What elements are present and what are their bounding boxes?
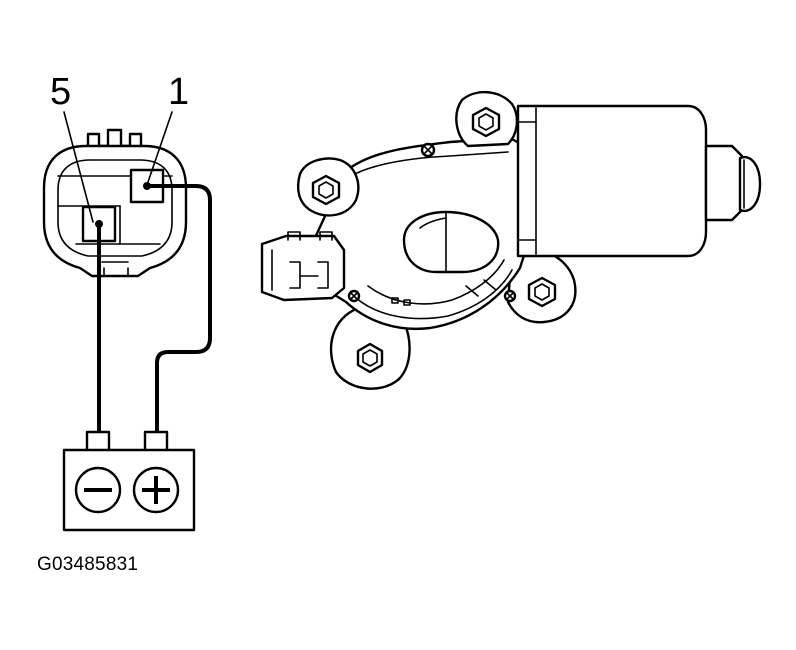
jumper-wires (95, 182, 212, 436)
bottom-mounting-ear (329, 306, 411, 390)
top-mounting-ear (455, 91, 519, 148)
pin-1-leader (147, 111, 173, 183)
positive-terminal-icon (132, 466, 180, 514)
housing-screws (347, 142, 517, 303)
output-shaft-boss (402, 210, 500, 274)
right-mounting-ear (506, 248, 577, 324)
left-mounting-ear (296, 157, 360, 217)
pin-5-label: 5 (50, 71, 71, 113)
negative-terminal-icon (74, 466, 122, 514)
motor-shaft-cap (738, 155, 762, 213)
figure-id-label: G03485831 (37, 554, 139, 575)
pin-1-label: 1 (168, 71, 189, 113)
battery-case (62, 448, 196, 532)
pin-5-leader (63, 111, 94, 223)
battery (62, 430, 196, 532)
motor-connector-face (42, 128, 188, 278)
motor-harness-connector (260, 231, 346, 302)
wire-pin1-to-positive (145, 184, 212, 436)
wiper-motor-assembly (260, 91, 762, 390)
motor-can (516, 104, 762, 258)
